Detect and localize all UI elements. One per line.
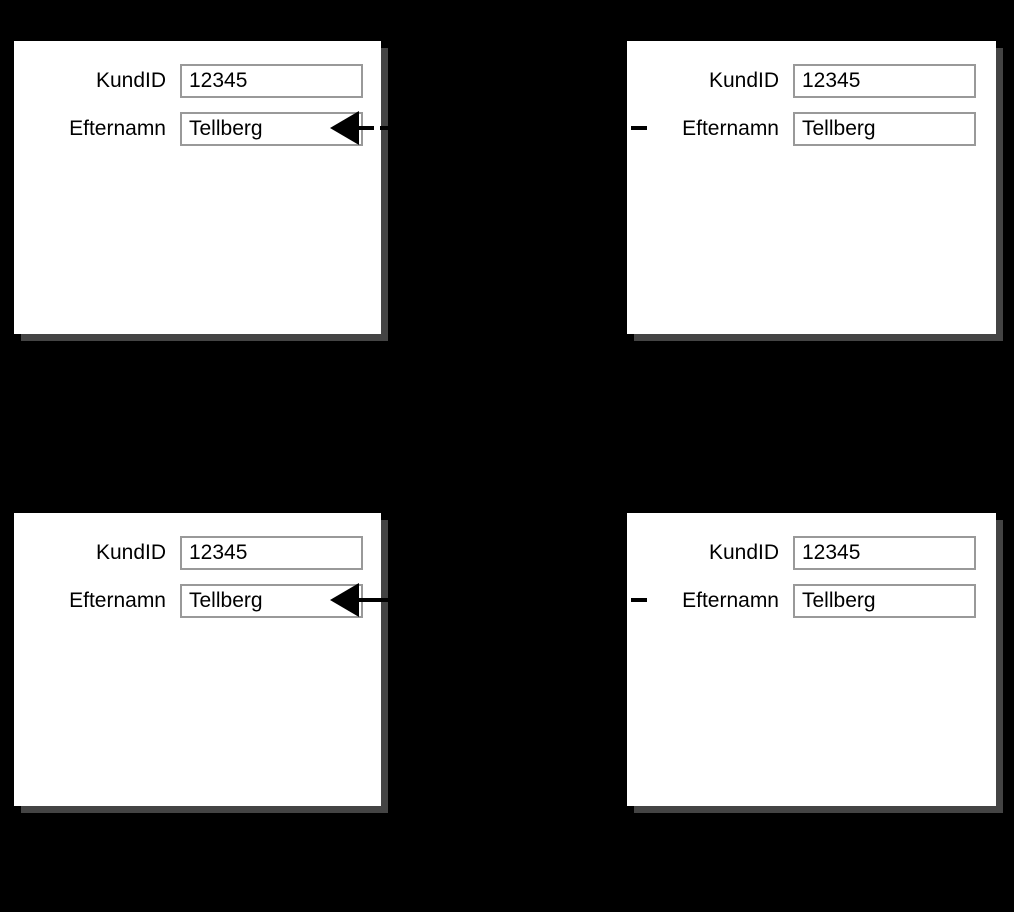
field-input-kundid[interactable]: 12345	[180, 64, 363, 98]
connector-tail-stub-top-left	[380, 126, 394, 130]
field-label-efternamn: Efternamn	[682, 589, 779, 612]
field-input-efternamn[interactable]: Tellberg	[793, 112, 976, 146]
field-label-efternamn: Efternamn	[682, 117, 779, 140]
panel-top-left[interactable]: KundID 12345 Efternamn Tellberg	[14, 41, 381, 334]
connector-arrowhead-top-left	[330, 111, 359, 145]
field-row-efternamn: Efternamn Tellberg	[14, 584, 363, 618]
field-input-kundid[interactable]: 12345	[793, 536, 976, 570]
connector-tail-bottom-left	[359, 598, 391, 602]
field-row-kundid: KundID 12345	[14, 64, 363, 98]
connector-arrowhead-bottom-left	[330, 583, 359, 617]
field-row-efternamn: Efternamn Tellberg	[14, 112, 363, 146]
field-label-efternamn: Efternamn	[69, 117, 166, 140]
field-label-kundid: KundID	[95, 541, 166, 564]
panel-bottom-right[interactable]: KundID 12345 Efternamn Tellberg	[627, 513, 996, 806]
panel-top-right[interactable]: KundID 12345 Efternamn Tellberg	[627, 41, 996, 334]
field-input-kundid[interactable]: 12345	[793, 64, 976, 98]
field-input-efternamn[interactable]: Tellberg	[793, 584, 976, 618]
connector-dash-top-right	[631, 126, 647, 130]
connector-dash-bottom-right	[631, 598, 647, 602]
field-label-kundid: KundID	[95, 69, 166, 92]
field-label-kundid: KundID	[708, 541, 779, 564]
field-row-kundid: KundID 12345	[627, 64, 978, 98]
field-input-kundid[interactable]: 12345	[180, 536, 363, 570]
connector-tail-top-left	[359, 126, 374, 130]
field-row-efternamn: Efternamn Tellberg	[627, 584, 978, 618]
field-label-kundid: KundID	[708, 69, 779, 92]
field-row-efternamn: Efternamn Tellberg	[627, 112, 978, 146]
field-label-efternamn: Efternamn	[69, 589, 166, 612]
panel-bottom-left[interactable]: KundID 12345 Efternamn Tellberg	[14, 513, 381, 806]
field-row-kundid: KundID 12345	[14, 536, 363, 570]
field-row-kundid: KundID 12345	[627, 536, 978, 570]
